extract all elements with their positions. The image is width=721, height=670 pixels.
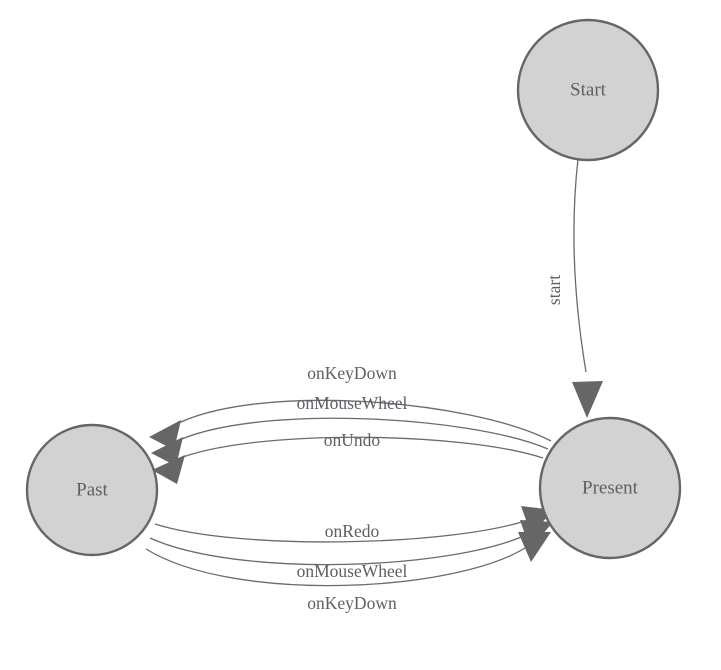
edge-label-past-to-present-onmousewheel: onMouseWheel xyxy=(297,561,408,581)
node-past-circle xyxy=(25,423,159,557)
node-start-circle xyxy=(516,18,660,162)
node-present-circle xyxy=(538,416,682,560)
edge-past-to-present-onredo[interactable]: onRedo xyxy=(154,506,554,543)
edge-past-to-present-onmousewheel-path xyxy=(149,532,531,566)
edge-past-to-present-onkeydown[interactable]: onKeyDown xyxy=(145,532,551,613)
node-past[interactable]: Past xyxy=(25,423,159,557)
edge-present-to-past-onmousewheel[interactable]: onMouseWheel xyxy=(151,393,549,466)
edge-label-present-to-past-onundo: onUndo xyxy=(324,430,381,450)
node-present-label: Present xyxy=(582,477,639,498)
edge-past-to-present-onkeydown-path xyxy=(145,545,529,587)
edge-present-to-past-onundo[interactable]: onUndo xyxy=(152,430,544,484)
edge-start-to-present-path xyxy=(573,158,587,373)
edge-present-to-past-onmousewheel-path xyxy=(172,417,549,450)
arrowhead-present-to-past-onundo xyxy=(152,455,185,484)
edge-past-to-present-onredo-path xyxy=(154,518,532,543)
edge-present-to-past-onkeydown-path xyxy=(170,399,552,442)
node-present[interactable]: Present xyxy=(538,416,682,560)
edge-label-present-to-past-onkeydown: onKeyDown xyxy=(307,363,397,383)
node-start-label: Start xyxy=(570,79,607,100)
arrowhead-start-to-present xyxy=(572,381,603,418)
arrowhead-past-to-present-onkeydown xyxy=(518,532,551,562)
arrowhead-present-to-past-onmousewheel xyxy=(151,437,183,466)
node-start[interactable]: Start xyxy=(516,18,660,162)
edge-label-present-to-past-onmousewheel: onMouseWheel xyxy=(297,393,408,413)
edge-present-to-past-onundo-path xyxy=(174,436,544,461)
edge-label-past-to-present-onkeydown: onKeyDown xyxy=(307,593,397,613)
edge-start-to-present[interactable]: start xyxy=(544,158,603,418)
edge-label-past-to-present-onredo: onRedo xyxy=(325,521,380,541)
node-past-label: Past xyxy=(76,479,108,500)
edge-label-start: start xyxy=(544,275,564,305)
